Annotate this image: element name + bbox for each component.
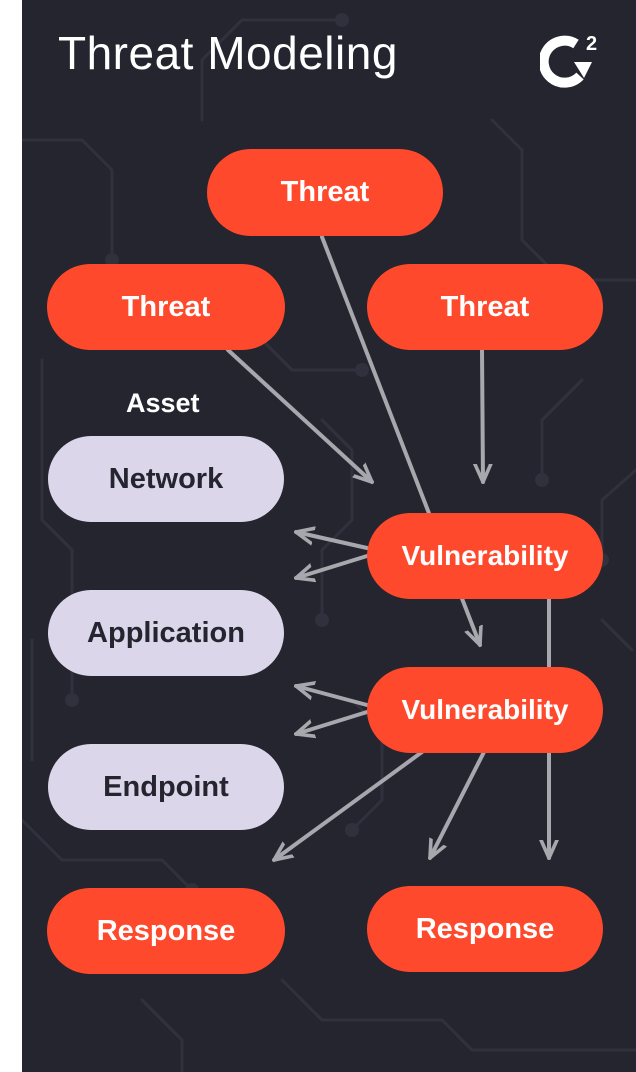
response-node-right: Response (367, 886, 603, 972)
arrow-threat-right-to-vuln (482, 348, 483, 484)
asset-label: Asset (126, 388, 200, 418)
asset-node-application: Application (48, 590, 284, 676)
diagram-card: Threat Modeling 2 Threat Threat Threat A… (22, 0, 636, 1072)
vulnerability-node-1: Vulnerability (367, 513, 603, 599)
arrow-vuln2-to-endpoint (294, 710, 369, 734)
arrow-vuln1-to-network (294, 532, 369, 550)
threat-node-left: Threat (47, 264, 285, 350)
page-title: Threat Modeling (58, 27, 398, 79)
arrow-vuln2-to-response-left (272, 750, 424, 862)
response-node-left: Response (47, 888, 285, 974)
arrow-threat-left-to-vuln (226, 348, 374, 484)
g2-logo-icon: 2 (540, 33, 597, 88)
threat-node-right: Threat (367, 264, 603, 350)
arrow-vuln2-to-response-right (428, 750, 486, 860)
threat-node-top: Threat (207, 149, 443, 236)
asset-node-network: Network (48, 436, 284, 522)
vulnerability-node-2: Vulnerability (367, 667, 603, 753)
asset-node-endpoint: Endpoint (48, 744, 284, 830)
logo-superscript: 2 (586, 33, 597, 55)
arrow-vuln1-to-application (294, 554, 369, 578)
arrow-vuln2-to-application (294, 686, 369, 707)
